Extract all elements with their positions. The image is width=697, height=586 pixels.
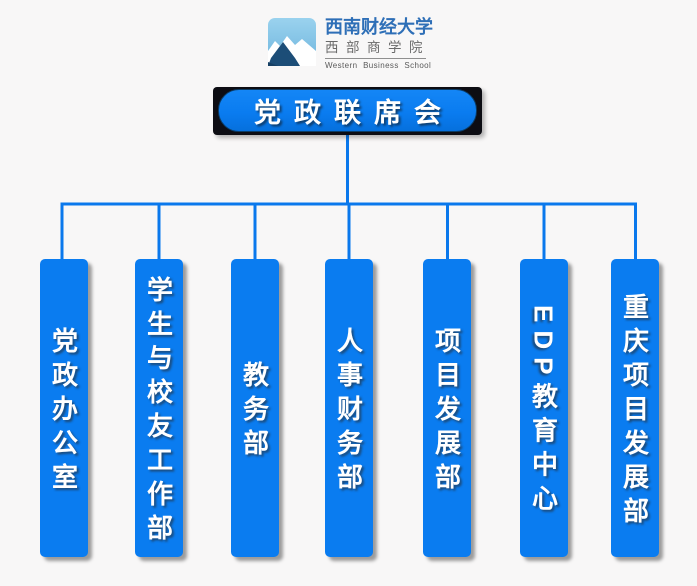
- dept-node-dangzheng-office: 党政办公室: [40, 259, 88, 557]
- dept-node-project-development: 项目发展部: [423, 259, 471, 557]
- root-node-label: 党政联席会: [254, 98, 454, 128]
- dept-node-label: 人事财务部: [333, 327, 364, 497]
- dept-node-label: 重庆项目发展部: [619, 293, 650, 531]
- dept-node-student-alumni: 学生与校友工作部: [135, 259, 183, 557]
- dept-node-academic-affairs: 教务部: [231, 259, 279, 557]
- school-name-en: Western Business School: [325, 61, 432, 70]
- dept-node-edp-education-center: EDP教育中心: [520, 259, 568, 557]
- logo-divider: [325, 58, 426, 59]
- dept-node-label: 项目发展部: [431, 327, 462, 497]
- school-logo: 西南财经大学 西部商学院 Western Business School: [268, 17, 433, 70]
- root-node-pill: 党政联席会: [218, 89, 477, 132]
- school-name-cn: 西部商学院: [325, 40, 430, 55]
- dept-node-hr-finance: 人事财务部: [325, 259, 373, 557]
- mountain-logo-icon: [268, 18, 316, 66]
- dept-node-label: 学生与校友工作部: [143, 276, 174, 548]
- dept-node-label: EDP教育中心: [528, 305, 559, 519]
- dept-node-label: 教务部: [239, 361, 270, 463]
- dept-node-label: 党政办公室: [48, 327, 79, 497]
- logo-text-block: 西南财经大学 西部商学院 Western Business School: [325, 17, 433, 70]
- root-node: 党政联席会: [213, 87, 482, 135]
- dept-node-chongqing-project-development: 重庆项目发展部: [611, 259, 659, 557]
- university-name: 西南财经大学: [325, 17, 433, 38]
